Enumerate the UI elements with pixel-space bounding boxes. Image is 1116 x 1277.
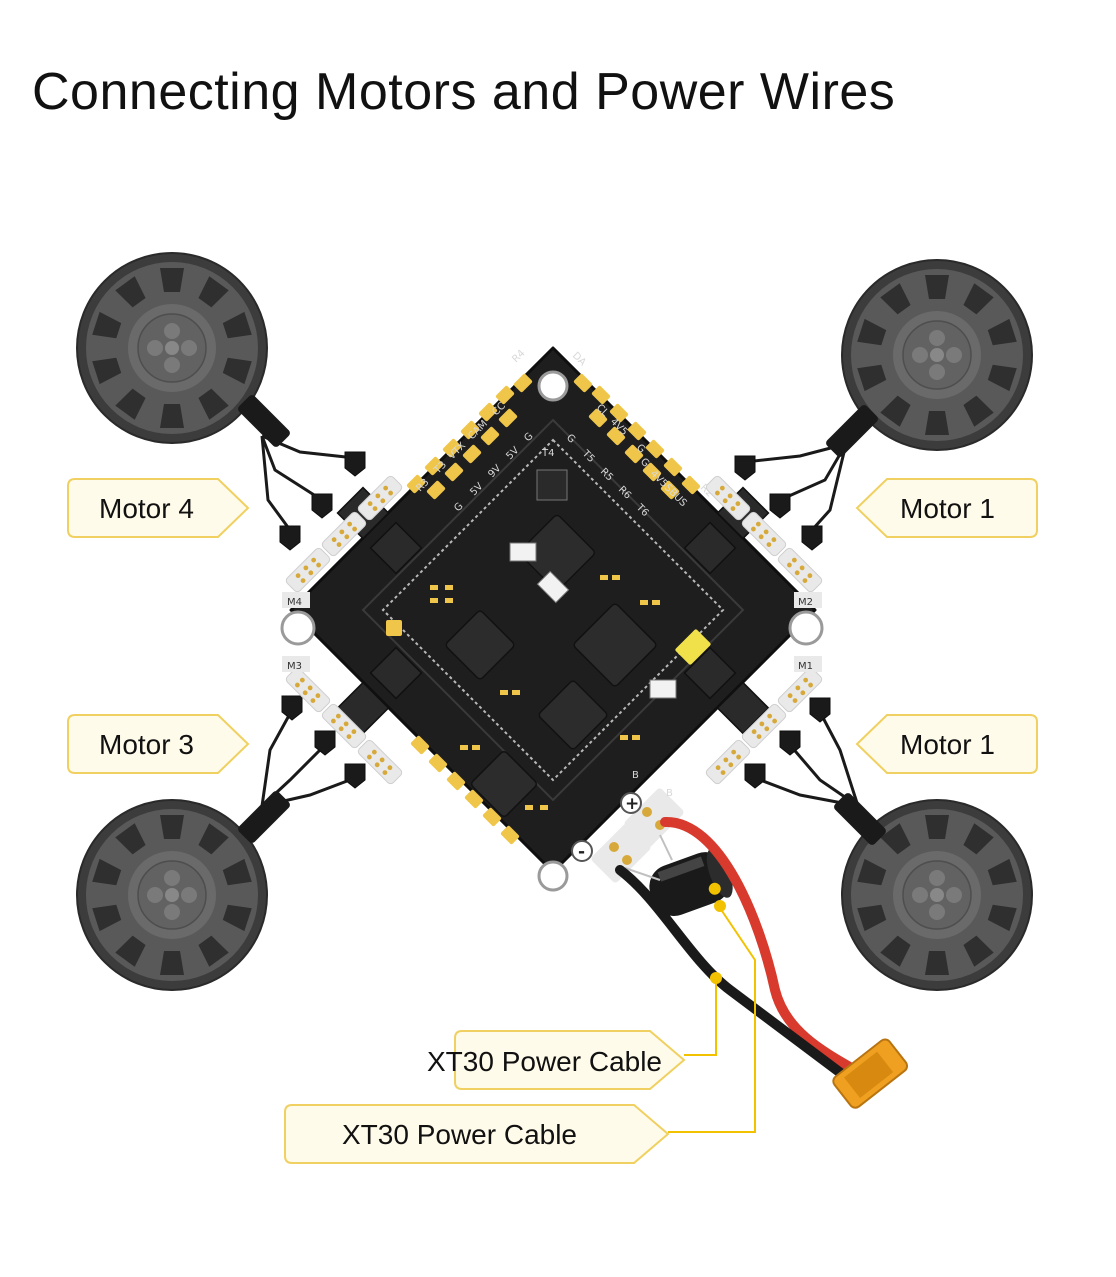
callout-power-cable-upper-label: XT30 Power Cable (427, 1046, 662, 1077)
flight-controller-board (280, 346, 824, 892)
minus-symbol: - (578, 842, 585, 862)
motor-pad-label-m1: M1 (798, 661, 813, 672)
callout-power-cable-lower: XT30 Power Cable (284, 1104, 670, 1164)
callout-motor-1-top-label: Motor 1 (900, 493, 995, 524)
callout-motor-3: Motor 3 (67, 714, 250, 774)
power-cable-leaders (668, 900, 756, 1133)
callout-motor-1-bottom-label: Motor 1 (900, 729, 995, 760)
callout-motor-4: Motor 4 (67, 478, 250, 538)
callout-motor-1-bottom: Motor 1 (855, 714, 1038, 774)
motor-1-bottom (834, 793, 1033, 991)
pad-label: R4 (510, 348, 527, 365)
callout-power-cable-lower-label: XT30 Power Cable (342, 1119, 577, 1150)
motor-4 (76, 252, 290, 447)
power-wires (615, 816, 860, 1085)
motor-3 (76, 791, 290, 991)
motor-pad-label-m2: M2 (798, 597, 813, 608)
power-pads: + - B B (571, 770, 684, 883)
motor-pad-labels: M4 M2 M3 M1 (282, 592, 822, 672)
callout-motor-4-label: Motor 4 (99, 493, 194, 524)
plus-symbol: + (625, 794, 639, 814)
pad-label: T4 (541, 448, 554, 459)
callout-motor-1-top: Motor 1 (855, 478, 1038, 538)
pad-label: B (666, 788, 673, 799)
callout-motor-3-label: Motor 3 (99, 729, 194, 760)
capacitor (649, 848, 733, 916)
xt30-connector (832, 1038, 909, 1109)
motor-1-top (826, 259, 1033, 457)
motor-wires (260, 434, 860, 808)
motor-pad-label-m4: M4 (287, 597, 302, 608)
page-title: Connecting Motors and Power Wires (32, 63, 896, 121)
callout-power-cable-upper: XT30 Power Cable (427, 1030, 686, 1090)
motor-pad-label-m3: M3 (287, 661, 302, 672)
pad-label: B (632, 770, 639, 781)
